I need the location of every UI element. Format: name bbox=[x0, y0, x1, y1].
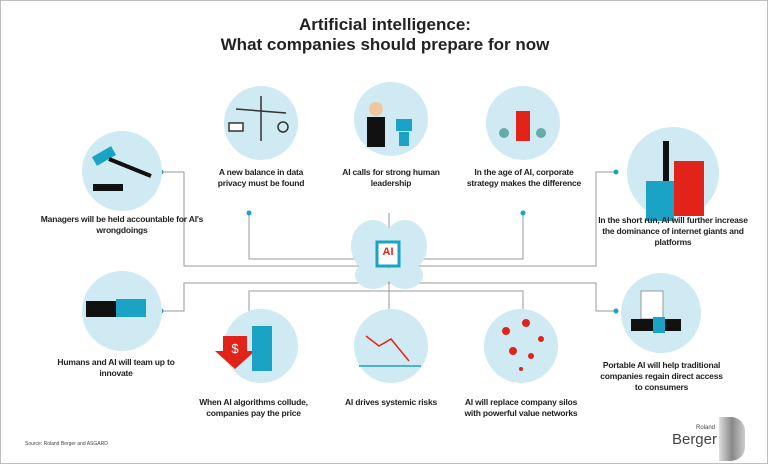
chess-icon bbox=[499, 111, 546, 141]
item-portable-ai: Portable AI will help traditional compan… bbox=[600, 360, 723, 392]
source-note: Source: Roland Berger and ASGARD bbox=[25, 441, 108, 447]
item-team-up: Humans and AI will team up to innovate bbox=[57, 357, 175, 378]
smartwatch-icon bbox=[631, 290, 681, 333]
item-strategy: In the age of AI, corporate strategy mak… bbox=[466, 167, 582, 188]
item-managers: Managers will be held accountable for AI… bbox=[40, 214, 204, 235]
item-data-privacy: A new balance in data privacy must be fo… bbox=[217, 167, 305, 188]
dollar-down-icon: $ bbox=[215, 326, 272, 371]
roland-berger-logo: Roland Berger bbox=[671, 417, 745, 461]
logo-big-text: Berger bbox=[671, 431, 717, 448]
item-collude: When AI algorithms collude, companies pa… bbox=[199, 397, 308, 418]
title-line2: What companies should prepare for now bbox=[220, 35, 550, 54]
ai-chip-label: AI bbox=[382, 246, 394, 258]
item-value-networks: AI will replace company silos with power… bbox=[464, 397, 578, 418]
item-leadership: AI calls for strong human leadership bbox=[342, 167, 440, 188]
handshake-icon bbox=[86, 299, 146, 317]
network-icon bbox=[502, 319, 544, 371]
item-systemic-risks: AI drives systemic risks bbox=[344, 397, 438, 407]
svg-text:$: $ bbox=[231, 341, 239, 356]
gavel-icon bbox=[91, 146, 152, 191]
logo-b-mark-icon bbox=[719, 417, 745, 461]
title-line1: Artificial intelligence: bbox=[299, 15, 471, 34]
leader-robot-icon bbox=[367, 102, 412, 147]
item-internet-giants: In the short run, AI will further increa… bbox=[598, 215, 748, 247]
ai-chip-icon bbox=[375, 240, 401, 268]
podium-icon bbox=[646, 141, 704, 221]
logo-small-text: Roland bbox=[695, 425, 715, 431]
falling-chart-icon bbox=[359, 335, 421, 367]
page-title: Artificial intelligence:What companies s… bbox=[1, 15, 767, 55]
scale-icon bbox=[228, 96, 289, 141]
